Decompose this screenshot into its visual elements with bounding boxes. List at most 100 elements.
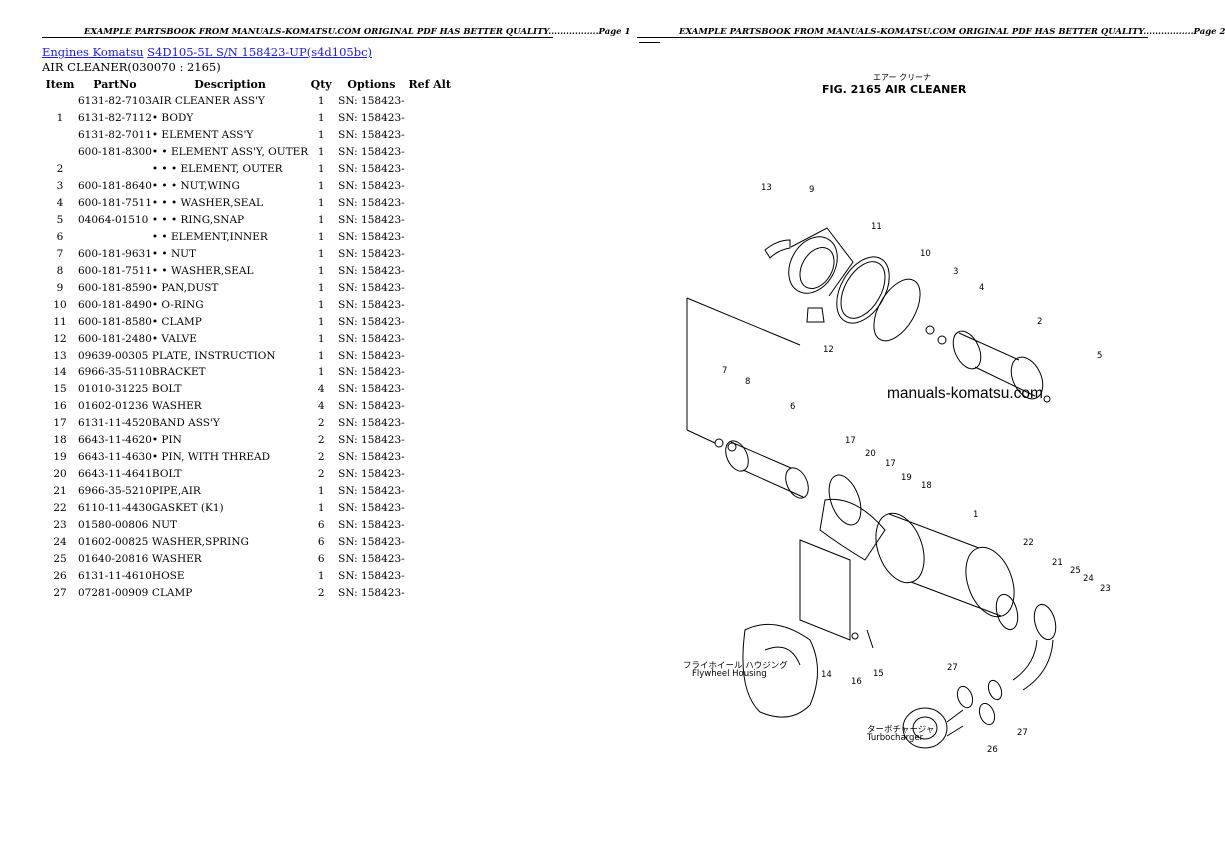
qty-cell: 6	[317, 535, 325, 548]
ref-alt-cell	[405, 398, 455, 415]
item-cell: 27	[53, 586, 67, 599]
options-cell: SN: 158423-	[338, 535, 405, 548]
options-cell: SN: 158423-	[338, 180, 405, 193]
ref-alt-cell	[405, 381, 455, 398]
partno-cell: 09639-00305	[78, 349, 149, 362]
ref-alt-cell	[405, 144, 455, 161]
washer-seal-drawing	[937, 335, 947, 345]
description-cell: PLATE, INSTRUCTION	[151, 349, 276, 362]
parts-table: Item PartNo Description Qty Options Ref …	[42, 76, 455, 601]
item-cell: 1	[56, 112, 64, 125]
item-cell: 21	[53, 485, 67, 498]
qty-cell: 2	[317, 468, 325, 481]
turbocharger-label-jp: ターボチャージャ	[867, 725, 934, 735]
page-header: EXAMPLE PARTSBOOK FROM MANUALS-KOMATSU.C…	[679, 27, 1225, 37]
item-cell: 24	[53, 535, 67, 548]
air-pipe-drawing	[1012, 603, 1057, 691]
partno-cell: 01010-31225	[78, 383, 149, 396]
partno-cell: 01602-00825	[78, 535, 149, 548]
breadcrumb: Engines Komatsu S4D105-5L S/N 158423-UP(…	[42, 45, 372, 59]
partno-cell	[78, 161, 152, 178]
wing-nut-drawing	[925, 325, 935, 335]
partno-cell: 6131-82-7011	[78, 129, 152, 142]
ref-alt-cell	[405, 364, 455, 381]
qty-cell: 1	[317, 349, 325, 362]
description-cell: • • ELEMENT ASS'Y, OUTER	[151, 146, 309, 159]
inner-nut-drawing	[714, 438, 724, 448]
qty-cell: 1	[317, 129, 325, 142]
callout: 9	[809, 185, 814, 195]
breadcrumb-link-model[interactable]: S4D105-5L S/N 158423-UP(s4d105bc)	[147, 45, 373, 59]
turbocharger-drawing	[902, 707, 964, 749]
options-cell: SN: 158423-	[338, 95, 405, 108]
partno-cell: 600-181-8580	[78, 315, 152, 328]
qty-cell: 1	[317, 298, 325, 311]
options-cell: SN: 158423-	[338, 281, 405, 294]
column-header-options: Options	[347, 78, 396, 91]
column-header-description: Description	[194, 78, 266, 91]
item-cell	[42, 127, 78, 144]
partno-cell: 600-181-8300	[78, 146, 152, 159]
ref-alt-cell	[405, 127, 455, 144]
qty-cell: 1	[317, 247, 325, 260]
diagram-page: EXAMPLE PARTSBOOK FROM MANUALS-KOMATSU.C…	[595, 0, 1225, 842]
description-cell: • CLAMP	[151, 315, 202, 328]
callout: 27	[1017, 728, 1028, 738]
ref-alt-cell	[405, 516, 455, 533]
table-header-row: Item PartNo Description Qty Options Ref …	[42, 76, 455, 93]
partno-cell: 6966-35-5110	[78, 366, 152, 379]
description-cell: HOSE	[151, 569, 185, 582]
callout: 27	[947, 663, 958, 673]
dust-pan-drawing	[788, 227, 854, 297]
ref-alt-cell	[405, 347, 455, 364]
description-cell: NUT	[151, 518, 177, 531]
clamp-drawing	[836, 256, 890, 324]
figure-title-jp: エアー クリーナ	[873, 73, 931, 82]
qty-cell: 2	[317, 451, 325, 464]
options-cell: SN: 158423-	[338, 434, 405, 447]
ref-alt-cell	[405, 178, 455, 195]
description-cell: WASHER,SPRING	[151, 535, 249, 548]
callout: 23	[1100, 584, 1111, 594]
ref-alt-cell	[405, 466, 455, 483]
description-cell: BRACKET	[151, 366, 206, 379]
qty-cell: 1	[317, 366, 325, 379]
description-cell: PIPE,AIR	[151, 485, 201, 498]
description-cell: • VALVE	[151, 332, 197, 345]
parts-list-page: EXAMPLE PARTSBOOK FROM MANUALS-KOMATSU.C…	[0, 0, 630, 842]
callout: 19	[901, 473, 912, 483]
breadcrumb-link-engines[interactable]: Engines Komatsu	[42, 45, 144, 59]
partno-cell: 01602-01236	[78, 400, 149, 413]
qty-cell: 1	[317, 281, 325, 294]
options-cell: SN: 158423-	[338, 264, 405, 277]
options-cell: SN: 158423-	[338, 400, 405, 413]
description-cell: • O-RING	[151, 298, 204, 311]
item-cell: 4	[56, 197, 64, 210]
flywheel-housing-drawing	[742, 623, 818, 718]
options-cell: SN: 158423-	[338, 197, 405, 210]
qty-cell: 2	[317, 434, 325, 447]
description-cell: WASHER	[151, 552, 202, 565]
item-cell: 6	[56, 230, 64, 243]
callout: 15	[873, 669, 884, 679]
description-cell: • BODY	[151, 112, 194, 125]
options-cell: SN: 158423-	[338, 569, 405, 582]
options-cell: SN: 158423-	[338, 451, 405, 464]
figure-title: FIG. 2165 AIR CLEANER	[822, 83, 967, 96]
item-cell: 8	[56, 264, 64, 277]
partno-cell: 6131-11-4610	[78, 569, 152, 582]
qty-cell: 6	[317, 518, 325, 531]
callout: 22	[1023, 538, 1034, 548]
description-cell: • • • WASHER,SEAL	[151, 197, 264, 210]
